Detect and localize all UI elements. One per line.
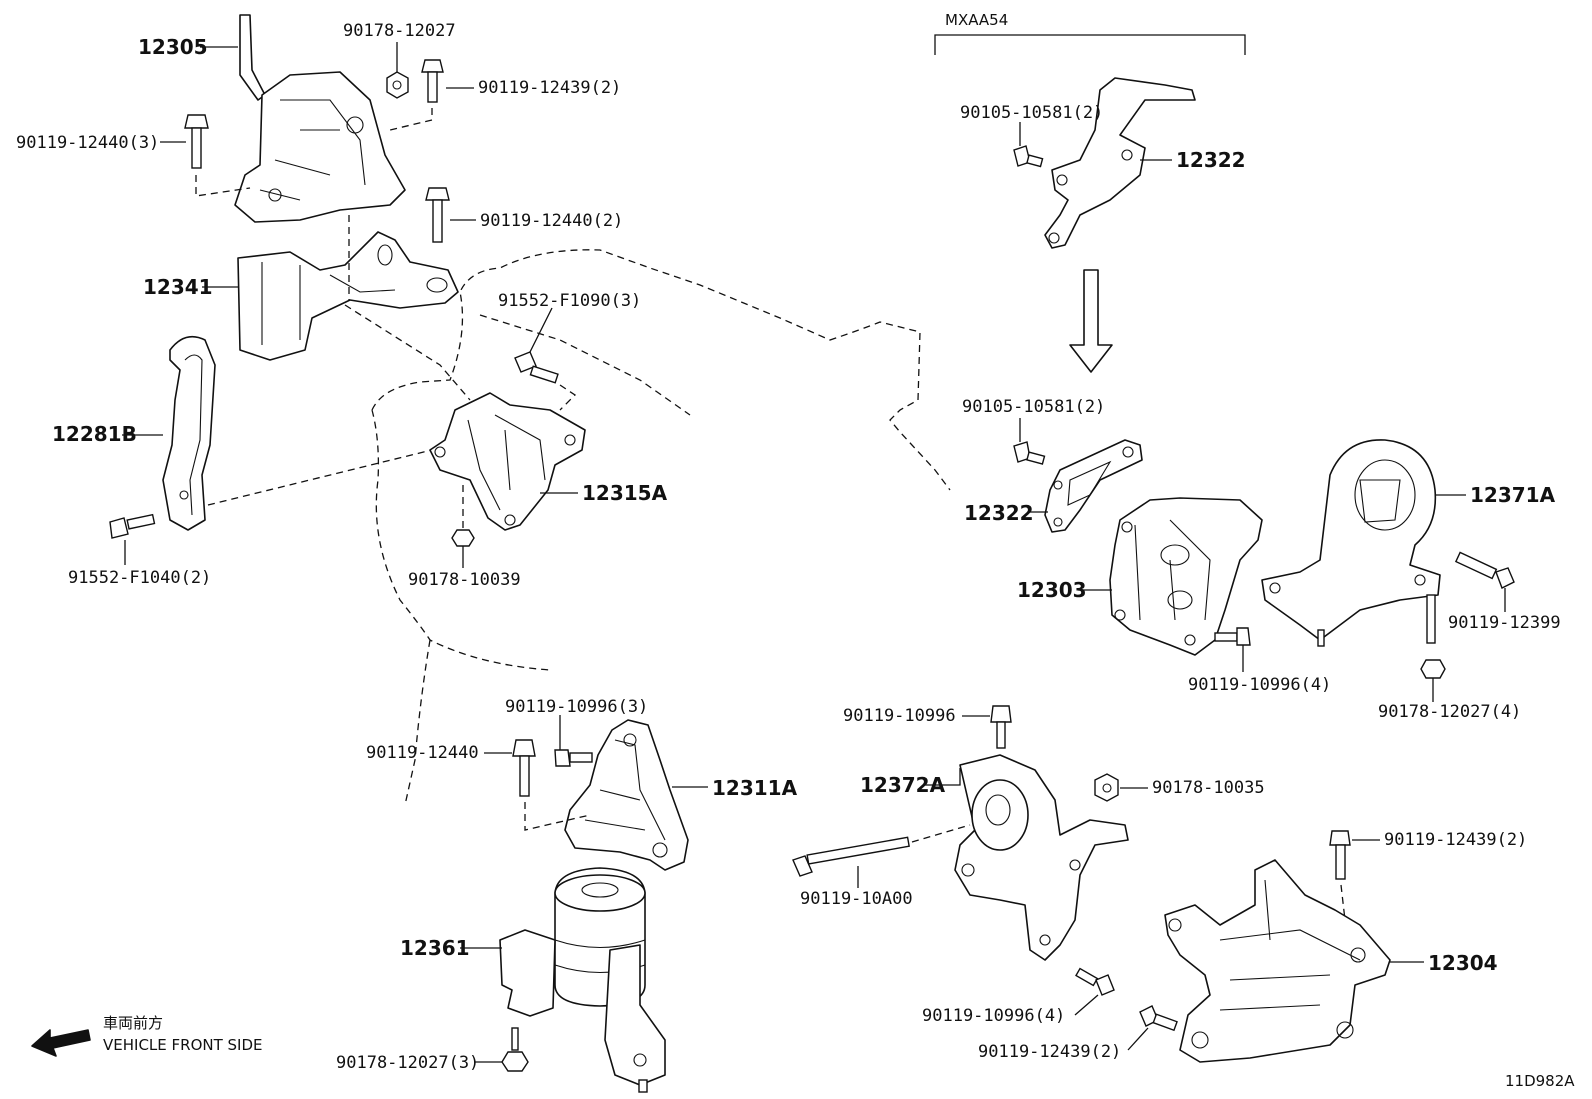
variant-bracket bbox=[934, 34, 1246, 55]
part-12371A-shape bbox=[1261, 439, 1441, 647]
bolt-icon bbox=[1454, 551, 1515, 589]
label-90105-10581-a: 90105-10581(2) bbox=[960, 103, 1103, 123]
dash-90119-12440 bbox=[524, 802, 591, 831]
nut-icon bbox=[1094, 773, 1119, 802]
dash-90119-12439-b bbox=[1340, 884, 1346, 921]
bolt-icon bbox=[512, 739, 536, 797]
variant-label: MXAA54 bbox=[945, 11, 1008, 29]
part-12315A-shape bbox=[429, 392, 586, 531]
engine-outline-upper bbox=[479, 314, 691, 416]
part-12372A-shape bbox=[954, 754, 1129, 961]
bolt-icon bbox=[1013, 441, 1046, 465]
dash-91552-F1090 bbox=[559, 384, 577, 411]
part-12281B-shape bbox=[162, 335, 216, 531]
label-91552-F1090: 91552-F1090(3) bbox=[498, 291, 641, 311]
part-12361-shape bbox=[499, 867, 666, 1093]
label-90119-10996-4b: 90119-10996(4) bbox=[922, 1006, 1065, 1026]
label-12304: 12304 bbox=[1428, 951, 1498, 975]
label-90119-12439-a: 90119-12439(2) bbox=[478, 78, 621, 98]
stud-icon bbox=[1426, 594, 1436, 644]
bolt-icon bbox=[1075, 967, 1115, 996]
label-12341: 12341 bbox=[143, 275, 213, 299]
bolt-icon bbox=[109, 513, 156, 539]
long-bolt-icon bbox=[792, 836, 910, 877]
dash-90119-12440-3 bbox=[195, 175, 251, 197]
label-12305: 12305 bbox=[138, 35, 208, 59]
bolt-icon bbox=[514, 351, 559, 384]
lead-91552-F1090 bbox=[529, 307, 553, 353]
part-12341-shape bbox=[237, 231, 459, 361]
label-90178-10039: 90178-10039 bbox=[408, 570, 521, 590]
label-12371A: 12371A bbox=[1470, 483, 1556, 507]
lead-90119-12439-c bbox=[1127, 1027, 1149, 1051]
bolt-icon bbox=[425, 187, 450, 243]
label-90119-12440-2: 90119-12440(2) bbox=[480, 211, 623, 231]
label-90178-12027-3: 90178-12027(3) bbox=[336, 1053, 479, 1073]
front-side-jp: 車両前方 bbox=[103, 1014, 163, 1032]
lead-90119-10996-4b bbox=[1074, 994, 1099, 1016]
label-90119-10996-3: 90119-10996(3) bbox=[505, 697, 648, 717]
down-arrow-icon bbox=[1069, 269, 1113, 373]
label-12311A: 12311A bbox=[712, 776, 798, 800]
label-90119-12440: 90119-12440 bbox=[366, 743, 479, 763]
figure-code: 11D982A bbox=[1505, 1072, 1575, 1090]
label-12315A: 12315A bbox=[582, 481, 668, 505]
bolt-icon bbox=[1013, 145, 1044, 168]
part-12303-shape bbox=[1109, 497, 1263, 656]
label-90178-12027-4: 90178-12027(4) bbox=[1378, 702, 1521, 722]
label-90119-10A00: 90119-10A00 bbox=[800, 889, 913, 909]
dash-90119-10A00 bbox=[911, 824, 971, 843]
bolt-icon bbox=[421, 59, 444, 103]
dash-12281B-12315A bbox=[207, 447, 441, 506]
label-90119-10996: 90119-10996 bbox=[843, 706, 956, 726]
label-90178-12027: 90178-12027 bbox=[343, 21, 456, 41]
label-12361: 12361 bbox=[400, 936, 470, 960]
front-side-en: VEHICLE FRONT SIDE bbox=[103, 1036, 263, 1054]
bolt-icon bbox=[184, 114, 209, 169]
part-12322-a-shape bbox=[1044, 77, 1196, 249]
dash-90119-12439-a bbox=[389, 108, 433, 131]
bolt-icon bbox=[1214, 627, 1251, 646]
label-12303: 12303 bbox=[1017, 578, 1087, 602]
label-90119-10996-4a: 90119-10996(4) bbox=[1188, 675, 1331, 695]
label-12281B: 12281B bbox=[52, 422, 137, 446]
nut-icon bbox=[451, 529, 475, 547]
part-12305-shape bbox=[234, 14, 406, 223]
front-arrow-icon bbox=[31, 1029, 91, 1057]
label-90119-12440-3: 90119-12440(3) bbox=[16, 133, 159, 153]
bolt-icon bbox=[1139, 1005, 1178, 1032]
lead-12372A bbox=[925, 768, 961, 786]
part-12322-b-shape bbox=[1044, 439, 1143, 533]
label-12372A: 12372A bbox=[860, 773, 946, 797]
dash-12341-12315A bbox=[344, 304, 471, 401]
label-90119-12439-b: 90119-12439(2) bbox=[1384, 830, 1527, 850]
part-12304-shape bbox=[1164, 859, 1391, 1063]
part-12311A-shape bbox=[564, 719, 689, 871]
label-91552-F1040: 91552-F1040(2) bbox=[68, 568, 211, 588]
label-90105-10581-b: 90105-10581(2) bbox=[962, 397, 1105, 417]
label-90178-10035: 90178-10035 bbox=[1152, 778, 1265, 798]
bolt-icon bbox=[554, 749, 593, 767]
nut-icon bbox=[386, 71, 409, 99]
engine-outline bbox=[371, 249, 951, 806]
bolt-icon bbox=[990, 705, 1012, 749]
label-90119-12399: 90119-12399 bbox=[1448, 613, 1561, 633]
label-12322-b: 12322 bbox=[964, 501, 1034, 525]
label-12322-a: 12322 bbox=[1176, 148, 1246, 172]
nut-icon bbox=[501, 1027, 529, 1072]
nut-icon bbox=[1420, 659, 1446, 679]
label-90119-12439-c: 90119-12439(2) bbox=[978, 1042, 1121, 1062]
bolt-icon bbox=[1329, 830, 1351, 880]
